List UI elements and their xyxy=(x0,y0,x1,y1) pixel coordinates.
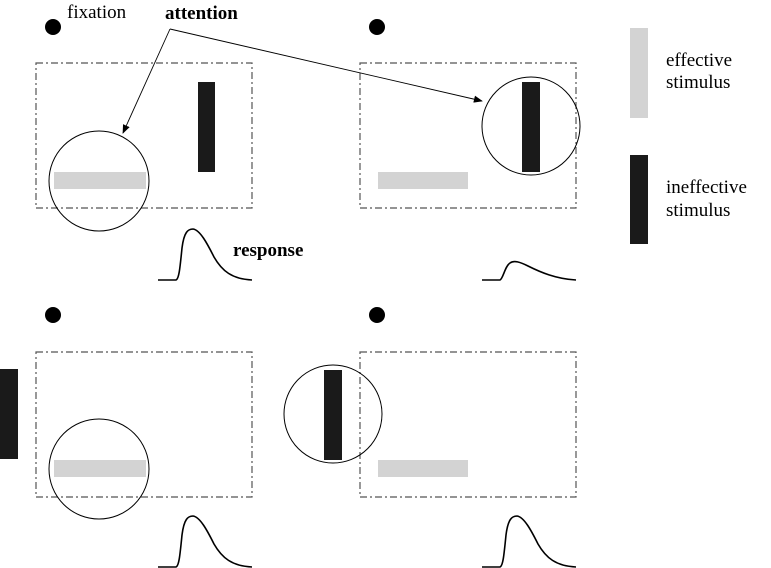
legend-ineffective-label-line2: stimulus xyxy=(666,200,730,221)
effective-stimulus xyxy=(54,460,146,477)
response-curve xyxy=(482,260,577,281)
response-curve xyxy=(158,515,253,568)
legend: effective stimulus ineffective stimulus xyxy=(630,28,747,244)
attention-arrows xyxy=(122,28,483,134)
fixation-dot xyxy=(45,19,61,35)
panel-top-right xyxy=(359,19,581,281)
receptive-field-box xyxy=(359,351,577,498)
ineffective-stimulus xyxy=(522,82,540,172)
receptive-field-box xyxy=(35,351,253,498)
response-curve xyxy=(482,515,577,568)
fixation-label: fixation xyxy=(67,2,127,23)
fixation-dot xyxy=(369,19,385,35)
attention-label: attention xyxy=(165,3,238,24)
attention-arrow-right xyxy=(169,28,483,103)
effective-stimulus xyxy=(378,172,468,189)
panel-top-left xyxy=(35,19,253,281)
attention-circle xyxy=(48,418,150,520)
panel-bottom-left xyxy=(0,307,253,568)
ineffective-stimulus xyxy=(324,370,342,460)
attention-circle xyxy=(283,364,383,464)
legend-ineffective-swatch xyxy=(630,155,648,244)
attention-circle xyxy=(48,130,150,232)
response-curve xyxy=(158,228,253,281)
effective-stimulus xyxy=(54,172,146,189)
fixation-dot xyxy=(45,307,61,323)
receptive-field-box xyxy=(359,62,577,209)
ineffective-stimulus xyxy=(198,82,215,172)
legend-ineffective-label-line1: ineffective xyxy=(666,177,747,198)
legend-effective-label-line1: effective xyxy=(666,50,732,71)
attention-circle xyxy=(481,76,581,176)
ineffective-stimulus xyxy=(0,369,18,459)
legend-effective-swatch xyxy=(630,28,648,118)
attention-arrow-left xyxy=(122,28,171,134)
response-label: response xyxy=(233,240,303,261)
panel-bottom-right xyxy=(283,307,577,568)
legend-effective-label-line2: stimulus xyxy=(666,72,730,93)
fixation-dot xyxy=(369,307,385,323)
effective-stimulus xyxy=(378,460,468,477)
receptive-field-box xyxy=(35,62,253,209)
